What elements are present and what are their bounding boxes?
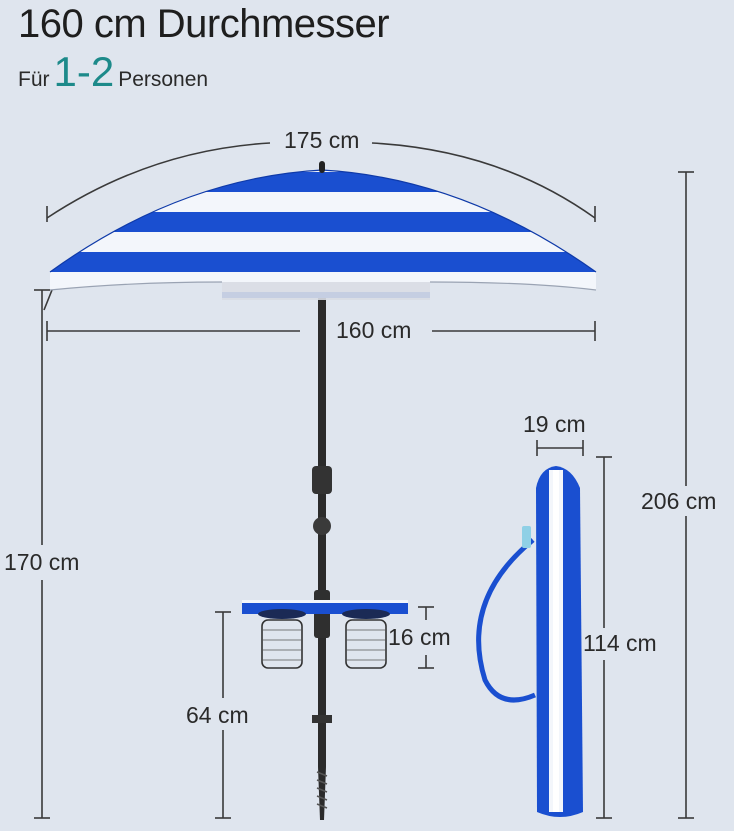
dimension-tray-from-ground: 64 cm — [186, 702, 249, 728]
dimension-arc-width: 175 cm — [284, 127, 360, 153]
dimension-lines — [34, 142, 694, 819]
dimension-canopy-diameter: 160 cm — [336, 317, 412, 343]
subtitle-suffix: Personen — [118, 68, 209, 91]
umbrella-pole — [312, 262, 332, 820]
page-title: 160 cm Durchmesser — [18, 2, 390, 46]
dimension-bag-length: 114 cm — [583, 630, 657, 656]
dimension-tray-height: 16 cm — [388, 624, 451, 650]
dimension-total-height: 206 cm — [641, 488, 717, 514]
subtitle-prefix: Für — [18, 68, 50, 91]
dimension-bag-width: 19 cm — [523, 411, 586, 437]
side-table — [242, 600, 408, 669]
carry-bag — [476, 466, 583, 817]
subtitle-accent: 1-2 — [53, 48, 115, 95]
dimension-pole-height: 170 cm — [4, 549, 80, 575]
umbrella-canopy — [49, 161, 597, 300]
